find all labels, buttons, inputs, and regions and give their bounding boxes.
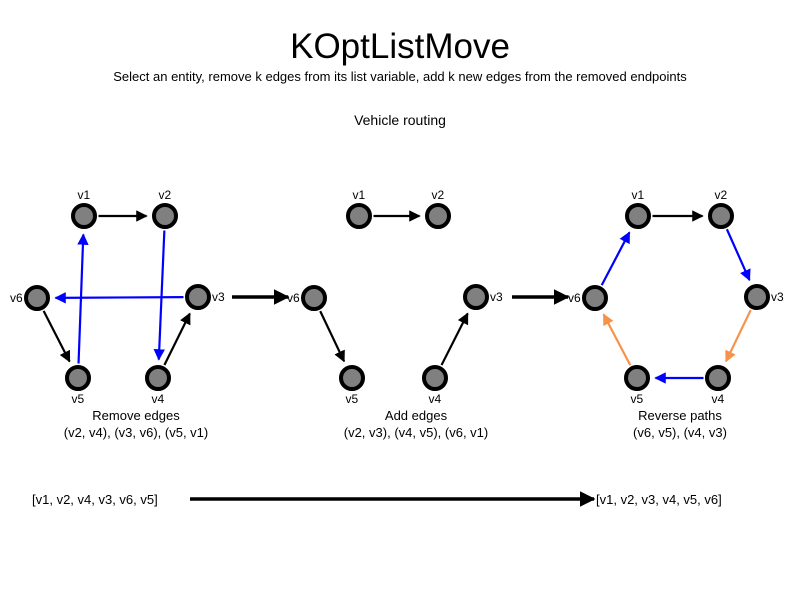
page-subtitle: Select an entity, remove k edges from it… bbox=[113, 69, 687, 84]
caption-subtitle: (v2, v3), (v4, v5), (v6, v1) bbox=[343, 425, 489, 440]
node-label-remove-v6: v6 bbox=[10, 291, 23, 305]
node-add-v2[interactable] bbox=[425, 203, 451, 229]
edges-group bbox=[42, 210, 752, 384]
node-label-remove-v2: v2 bbox=[158, 188, 172, 202]
edge-add-v4-v3 bbox=[440, 312, 469, 366]
node-label-reverse-v5: v5 bbox=[630, 392, 644, 406]
caption-subtitle: (v6, v5), (v4, v3) bbox=[633, 425, 727, 440]
list-before: [v1, v2, v4, v3, v6, v5] bbox=[32, 492, 158, 507]
node-add-v6[interactable] bbox=[301, 285, 327, 311]
node-add-v1[interactable] bbox=[346, 203, 372, 229]
node-label-remove-v1: v1 bbox=[77, 188, 91, 202]
edge-reverse-v6-v1 bbox=[600, 231, 631, 286]
node-label-add-v2: v2 bbox=[431, 188, 445, 202]
node-add-v3[interactable] bbox=[463, 284, 489, 310]
node-remove-v3[interactable] bbox=[185, 284, 211, 310]
node-add-v4[interactable] bbox=[422, 365, 448, 391]
edge-remove-v6-v5 bbox=[42, 310, 71, 363]
edge-reverse-v3-v4 bbox=[725, 309, 752, 363]
node-reverse-v3[interactable] bbox=[744, 284, 770, 310]
node-label-reverse-v3: v3 bbox=[771, 290, 784, 304]
edge-remove-v3-v6 bbox=[54, 292, 184, 304]
node-reverse-v4[interactable] bbox=[705, 365, 731, 391]
node-label-remove-v4: v4 bbox=[151, 392, 165, 406]
caption-title: Add edges bbox=[384, 408, 448, 423]
node-label-add-v1: v1 bbox=[352, 188, 366, 202]
node-reverse-v2[interactable] bbox=[708, 203, 734, 229]
node-label-reverse-v1: v1 bbox=[631, 188, 645, 202]
domain-label: Vehicle routing bbox=[354, 112, 446, 128]
node-remove-v6[interactable] bbox=[24, 285, 50, 311]
caption-subtitle: (v2, v4), (v3, v6), (v5, v1) bbox=[63, 425, 209, 440]
node-label-reverse-v2: v2 bbox=[714, 188, 728, 202]
node-add-v5[interactable] bbox=[339, 365, 365, 391]
edge-remove-v5-v1 bbox=[77, 233, 89, 364]
nodes-group bbox=[24, 203, 770, 391]
panel-caption-add: Add edges (v2, v3), (v4, v5), (v6, v1) bbox=[276, 407, 556, 441]
node-remove-v1[interactable] bbox=[71, 203, 97, 229]
node-label-add-v5: v5 bbox=[345, 392, 359, 406]
edge-remove-v4-v3 bbox=[163, 312, 191, 366]
node-reverse-v5[interactable] bbox=[624, 365, 650, 391]
edge-reverse-v5-v6 bbox=[602, 313, 632, 366]
caption-title: Reverse paths bbox=[638, 408, 722, 423]
node-label-add-v6: v6 bbox=[287, 291, 300, 305]
caption-title: Remove edges bbox=[92, 408, 180, 423]
node-label-add-v3: v3 bbox=[490, 290, 503, 304]
node-remove-v5[interactable] bbox=[65, 365, 91, 391]
node-remove-v4[interactable] bbox=[145, 365, 171, 391]
node-label-remove-v5: v5 bbox=[71, 392, 85, 406]
node-reverse-v1[interactable] bbox=[625, 203, 651, 229]
list-after: [v1, v2, v3, v4, v5, v6] bbox=[596, 492, 722, 507]
node-label-remove-v3: v3 bbox=[212, 290, 225, 304]
node-remove-v2[interactable] bbox=[152, 203, 178, 229]
panel-caption-remove: Remove edges (v2, v4), (v3, v6), (v5, v1… bbox=[16, 407, 256, 441]
edge-remove-v2-v4 bbox=[153, 230, 166, 361]
node-label-reverse-v4: v4 bbox=[711, 392, 725, 406]
edge-add-v6-v5 bbox=[319, 310, 346, 363]
node-reverse-v6[interactable] bbox=[582, 285, 608, 311]
panel-caption-reverse: Reverse paths (v6, v5), (v4, v3) bbox=[560, 407, 800, 441]
page-title: KOptListMove bbox=[290, 27, 510, 66]
node-label-reverse-v6: v6 bbox=[568, 291, 581, 305]
edge-reverse-v2-v3 bbox=[725, 228, 751, 282]
node-label-add-v4: v4 bbox=[428, 392, 442, 406]
